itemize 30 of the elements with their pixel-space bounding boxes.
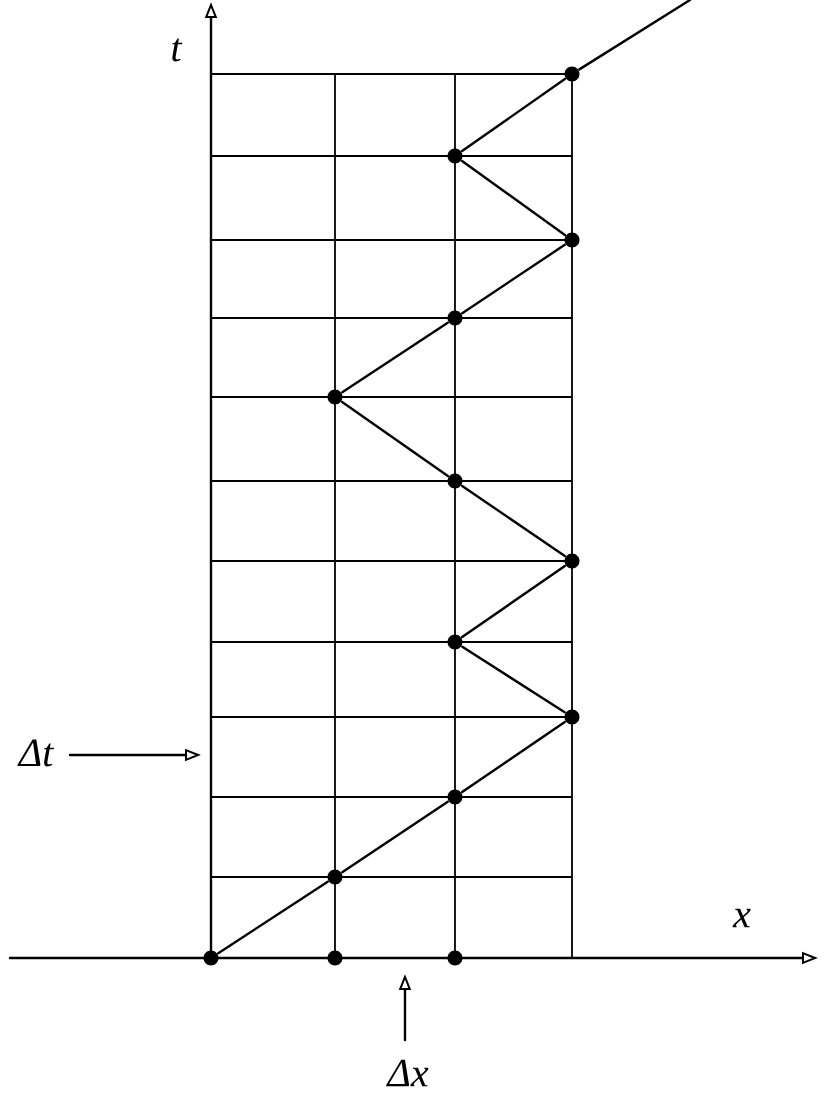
path-segment bbox=[340, 400, 450, 478]
path-segment bbox=[460, 159, 567, 237]
grid-point bbox=[564, 709, 580, 725]
grid-point bbox=[447, 148, 463, 164]
axis-label: Δx bbox=[386, 1059, 429, 1087]
path-segment bbox=[217, 880, 329, 955]
path-segment bbox=[461, 720, 566, 794]
path-segment bbox=[460, 77, 567, 153]
grid-point bbox=[564, 553, 580, 569]
path-segment bbox=[341, 321, 449, 394]
axis-label: x bbox=[732, 908, 751, 928]
grid-point bbox=[447, 634, 463, 650]
grid-point bbox=[564, 232, 580, 248]
path-segment bbox=[461, 484, 566, 558]
path-segment bbox=[461, 243, 566, 315]
path-segment bbox=[341, 800, 449, 874]
path-segment bbox=[460, 564, 567, 639]
path-segment bbox=[461, 645, 566, 714]
grid-point bbox=[447, 789, 463, 805]
grid-point bbox=[203, 950, 219, 966]
axis-label: Δt bbox=[17, 739, 55, 767]
grid-point bbox=[447, 310, 463, 326]
grid-point bbox=[447, 473, 463, 489]
grid-point bbox=[327, 389, 343, 405]
path-segment bbox=[578, 0, 692, 71]
grid-point bbox=[564, 66, 580, 82]
grid-point bbox=[327, 869, 343, 885]
grid-point bbox=[327, 950, 343, 966]
grid-point bbox=[447, 950, 463, 966]
axis-label: t bbox=[172, 38, 183, 62]
